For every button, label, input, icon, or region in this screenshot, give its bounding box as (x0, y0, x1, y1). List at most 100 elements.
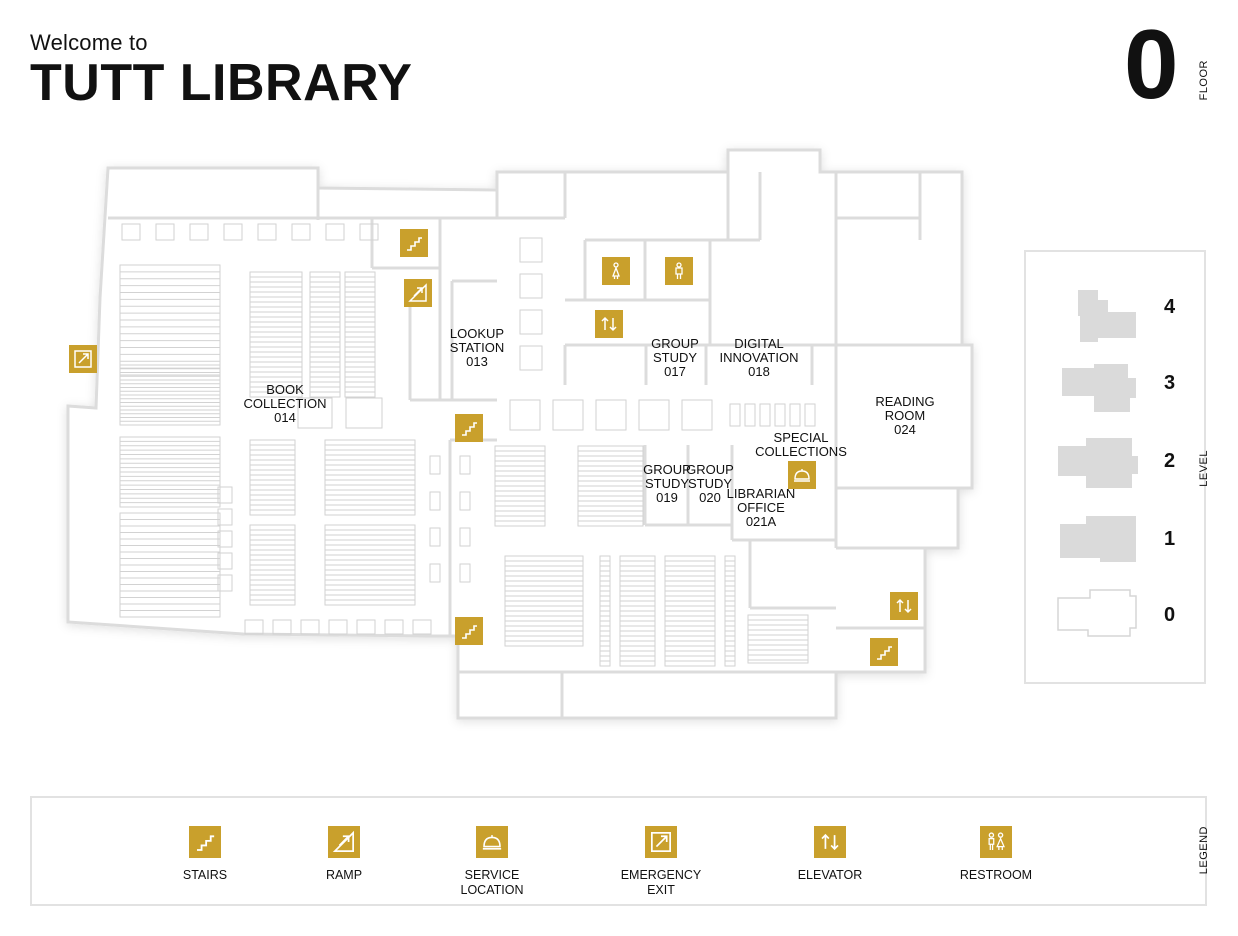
study-table (509, 399, 541, 431)
stairs-icon[interactable] (870, 638, 898, 666)
welcome-text: Welcome to (30, 30, 148, 55)
study-table (638, 399, 670, 431)
stairs-icon (189, 826, 221, 858)
carrel (744, 403, 756, 427)
study-table (300, 619, 320, 635)
carrel (429, 563, 441, 583)
stairs-icon[interactable] (455, 617, 483, 645)
legend-label: LEGEND (1198, 826, 1210, 875)
level-4-thumbnail (1078, 290, 1136, 342)
study-table (155, 223, 175, 241)
room-label-line: DIGITAL (734, 336, 784, 351)
elevator-icon[interactable] (595, 310, 623, 338)
level-1-button[interactable]: 1 (1164, 528, 1176, 550)
study-table (291, 223, 311, 241)
chair (217, 508, 233, 526)
room-label-line: GROUP (651, 336, 699, 351)
restroom-icon[interactable] (665, 257, 693, 285)
elevator-icon[interactable] (890, 592, 918, 620)
legend-item-label: RESTROOM (959, 868, 1033, 882)
legend-item-label: RAMP (325, 868, 363, 882)
study-table (244, 619, 264, 635)
chair (217, 486, 233, 504)
carrel (429, 527, 441, 547)
room-label-line: GROUP (643, 462, 691, 477)
room-label-line: 018 (748, 364, 770, 379)
legend-item-label: EMERGENCY EXIT (620, 868, 702, 897)
room-label-line: LIBRARIAN (726, 486, 796, 501)
carrel (459, 491, 471, 511)
legend-item-label: STAIRS (182, 868, 228, 882)
room-label-line: INNOVATION (719, 350, 799, 365)
level-0-thumbnail (1057, 589, 1137, 637)
carrel (804, 403, 816, 427)
legend-item-service-bell: SERVICE LOCATION (427, 826, 557, 898)
room-label-line: READING (875, 394, 935, 409)
room-label-line: 017 (664, 364, 686, 379)
level-4-button[interactable]: 4 (1164, 296, 1176, 318)
study-table (356, 619, 376, 635)
library-title: TUTT LIBRARY (30, 54, 413, 112)
level-panel (1024, 250, 1206, 684)
chair (217, 574, 233, 592)
level-1-thumbnail (1060, 516, 1136, 562)
study-table (328, 619, 348, 635)
room-label-line: 020 (699, 490, 721, 505)
room-label-line: 013 (466, 354, 488, 369)
level-3-thumbnail (1062, 364, 1136, 412)
study-table (384, 619, 404, 635)
lounge-chair (519, 309, 543, 335)
room-label-line: OFFICE (737, 500, 785, 515)
legend-item-stairs: STAIRS (140, 826, 270, 883)
room-label-line: GROUP (686, 462, 734, 477)
emergency-exit-icon[interactable] (69, 345, 97, 373)
level-thumbnails (1057, 290, 1138, 637)
legend-item-label: SERVICE LOCATION (460, 868, 524, 897)
room-label-line: 014 (274, 410, 296, 425)
study-table (681, 399, 713, 431)
floor-number: 0 (1124, 9, 1179, 119)
study-table (257, 223, 277, 241)
level-2-button[interactable]: 2 (1164, 450, 1176, 472)
room-label-line: 019 (656, 490, 678, 505)
ramp-icon[interactable] (404, 279, 432, 307)
room-label-line: ROOM (884, 408, 926, 423)
level-0-button[interactable]: 0 (1164, 604, 1176, 626)
level-2-thumbnail (1058, 438, 1138, 488)
room-label-line: COLLECTION (243, 396, 327, 411)
carrel (459, 455, 471, 475)
lounge-chair (519, 237, 543, 263)
service-bell-icon[interactable] (788, 461, 816, 489)
level-3-button[interactable]: 3 (1164, 372, 1176, 394)
study-table (297, 397, 333, 429)
study-table (412, 619, 432, 635)
room-label-line: STUDY (644, 476, 690, 491)
stairs-icon[interactable] (400, 229, 428, 257)
study-table (552, 399, 584, 431)
study-table (595, 399, 627, 431)
study-table (272, 619, 292, 635)
restroom-icon[interactable] (602, 257, 630, 285)
room-label-line: STUDY (687, 476, 733, 491)
stairs-icon[interactable] (455, 414, 483, 442)
chair (217, 552, 233, 570)
study-table (223, 223, 243, 241)
legend-panel (30, 796, 1207, 906)
legend-item-ramp: RAMP (279, 826, 409, 883)
legend-item-elevator: ELEVATOR (765, 826, 895, 883)
carrel (774, 403, 786, 427)
legend-item-label: ELEVATOR (797, 868, 863, 882)
emergency-exit-icon (645, 826, 677, 858)
room-label-line: STATION (449, 340, 505, 355)
ramp-icon (328, 826, 360, 858)
room-label-line: 024 (894, 422, 916, 437)
room-label-line: SPECIAL (773, 430, 829, 445)
study-table (121, 223, 141, 241)
